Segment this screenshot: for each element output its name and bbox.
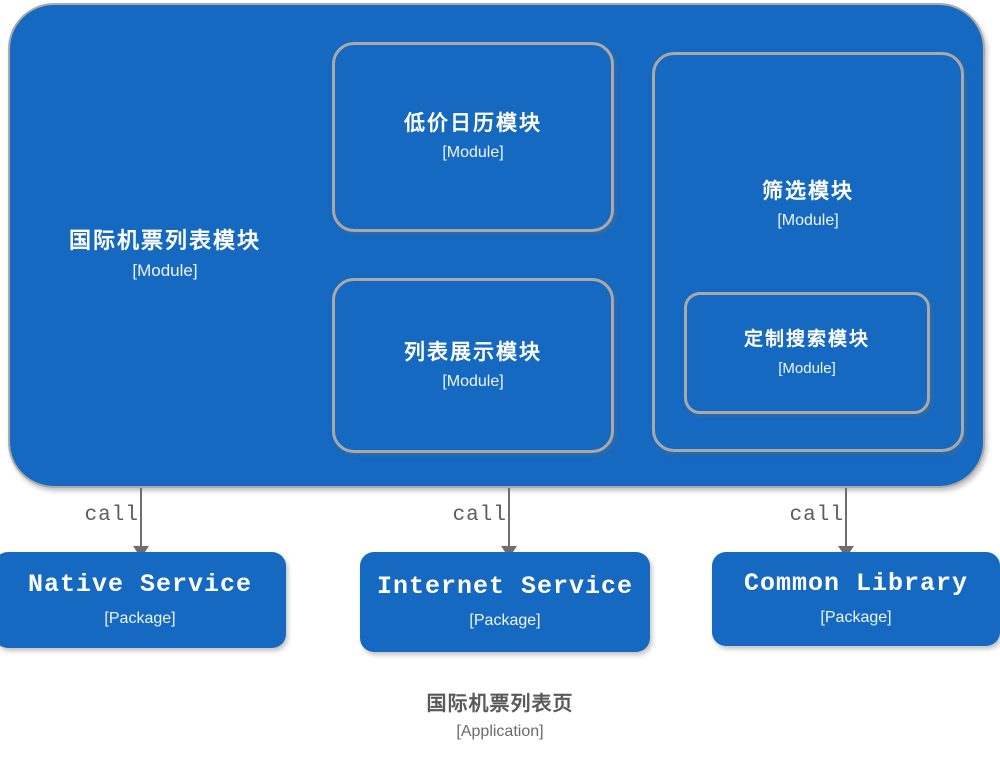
module-list-display-title: 列表展示模块 [404, 339, 542, 364]
outer-module-stereotype: [Module] [132, 261, 198, 280]
module-lowprice-calendar[interactable]: 低价日历模块 [Module] [332, 42, 614, 232]
package-native-service-title: Native Service [27, 570, 253, 599]
module-filter-title: 筛选模块 [762, 179, 854, 203]
package-common-library[interactable]: Common Library [Package] [712, 552, 1000, 646]
connector-line [845, 488, 847, 554]
module-filter-stereotype: [Module] [777, 212, 839, 229]
module-custom-search[interactable]: 定制搜索模块 [Module] [684, 292, 930, 414]
outer-module-title: 国际机票列表模块 [68, 229, 261, 254]
module-custom-search-title: 定制搜索模块 [743, 328, 870, 350]
module-list-display-stereotype: [Module] [442, 372, 504, 390]
module-lowprice-calendar-title: 低价日历模块 [404, 111, 542, 135]
package-internet-service[interactable]: Internet Service [Package] [360, 552, 650, 652]
module-list-display[interactable]: 列表展示模块 [Module] [332, 278, 614, 453]
connector-line [140, 488, 142, 554]
module-lowprice-calendar-stereotype: [Module] [442, 144, 504, 161]
package-internet-service-stereotype: [Package] [469, 612, 541, 629]
diagram-caption: 国际机票列表页 [Application] [0, 688, 1000, 746]
package-native-service-stereotype: [Package] [104, 610, 176, 627]
connector-label-call: call [84, 504, 139, 527]
diagram-caption-title: 国际机票列表页 [426, 691, 574, 715]
diagram-caption-stereotype: [Application] [456, 723, 544, 740]
package-common-library-stereotype: [Package] [820, 609, 892, 626]
connector-label-call: call [789, 504, 844, 527]
outer-module-label: 国际机票列表模块 [Module] [30, 227, 300, 285]
module-custom-search-stereotype: [Module] [778, 360, 836, 377]
package-internet-service-title: Internet Service [376, 572, 634, 601]
package-native-service[interactable]: Native Service [Package] [0, 552, 286, 648]
connector-line [508, 488, 510, 554]
package-common-library-title: Common Library [743, 569, 969, 598]
connector-label-call: call [452, 504, 507, 527]
